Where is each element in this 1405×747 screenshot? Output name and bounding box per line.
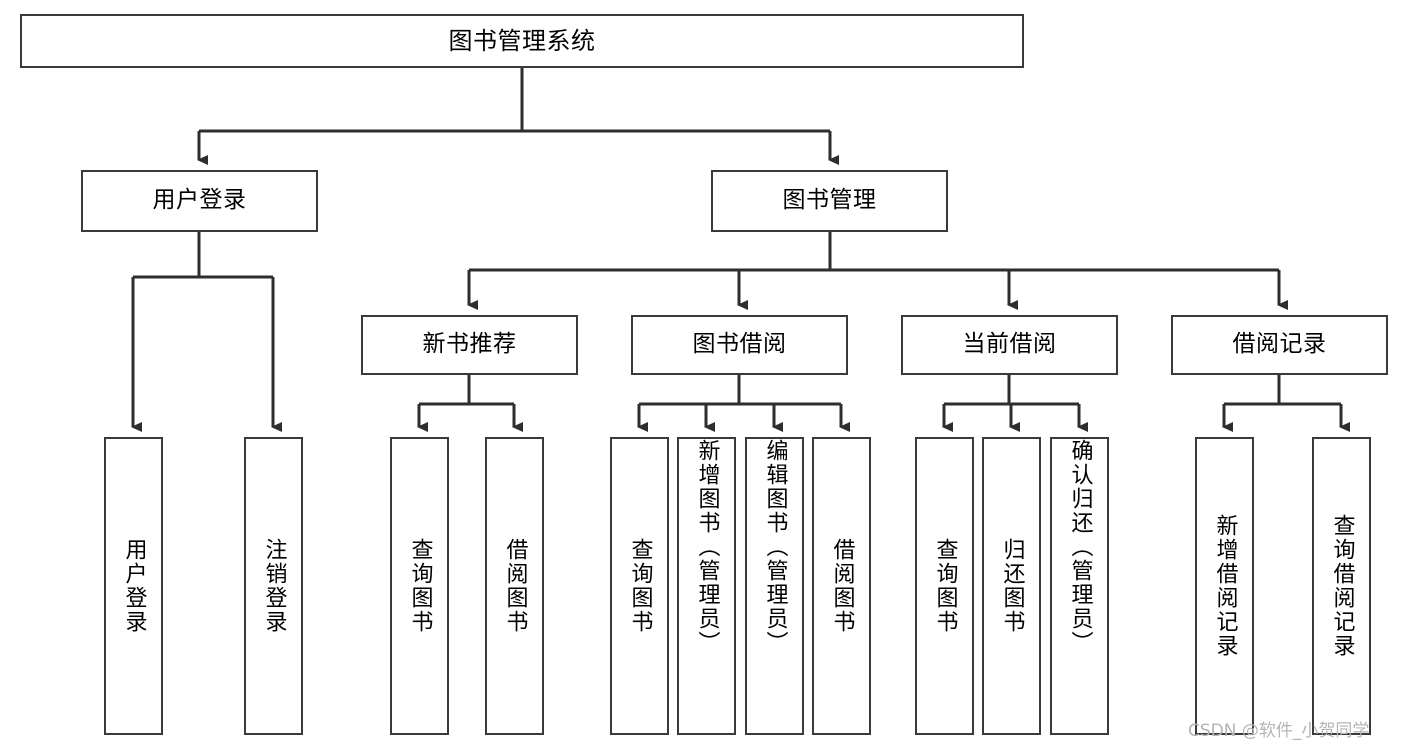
- leaf-add-borrow-record[interactable]: 新增借阅记录: [1195, 437, 1254, 735]
- node-label: 新增图书（管理员）: [694, 439, 720, 655]
- leaf-query-book-recommend[interactable]: 查询图书: [390, 437, 449, 735]
- leaf-query-book-borrow[interactable]: 查询图书: [610, 437, 669, 735]
- leaf-user-login[interactable]: 用户登录: [104, 437, 163, 735]
- leaf-return-book[interactable]: 归还图书: [982, 437, 1041, 735]
- node-label: 当前借阅: [962, 331, 1057, 358]
- node-book-borrowing[interactable]: 图书借阅: [631, 315, 848, 375]
- node-label: 图书借阅: [692, 331, 787, 358]
- node-user-login[interactable]: 用户登录: [81, 170, 318, 232]
- node-current-borrowing[interactable]: 当前借阅: [901, 315, 1118, 375]
- node-label: 查询图书: [627, 538, 653, 634]
- node-label: 编辑图书（管理员）: [762, 439, 788, 655]
- csdn-watermark: CSDN @软件_小贺同学: [1188, 721, 1370, 741]
- leaf-borrow-book-recommend[interactable]: 借阅图书: [485, 437, 544, 735]
- node-book-management[interactable]: 图书管理: [711, 170, 948, 232]
- node-label: 借阅记录: [1232, 331, 1327, 358]
- leaf-confirm-return-admin[interactable]: 确认归还（管理员）: [1050, 437, 1109, 735]
- node-root-library-system[interactable]: 图书管理系统: [20, 14, 1024, 68]
- node-label: 查询图书: [407, 538, 433, 634]
- node-label: 用户登录: [121, 538, 147, 634]
- node-label: 新增借阅记录: [1212, 514, 1238, 658]
- node-label: 用户登录: [152, 187, 247, 214]
- node-label: 注销登录: [261, 538, 287, 634]
- node-borrowing-record[interactable]: 借阅记录: [1171, 315, 1388, 375]
- node-new-book-recommendation[interactable]: 新书推荐: [361, 315, 578, 375]
- leaf-query-book-current[interactable]: 查询图书: [915, 437, 974, 735]
- node-label: 查询图书: [932, 538, 958, 634]
- node-label: 图书管理系统: [448, 26, 596, 55]
- node-label: 新书推荐: [422, 331, 517, 358]
- leaf-borrow-book[interactable]: 借阅图书: [812, 437, 871, 735]
- leaf-user-logout[interactable]: 注销登录: [244, 437, 303, 735]
- node-label: 借阅图书: [502, 538, 528, 634]
- leaf-query-borrow-record[interactable]: 查询借阅记录: [1312, 437, 1371, 735]
- node-label: 确认归还（管理员）: [1067, 439, 1093, 655]
- node-label: 图书管理: [782, 187, 877, 214]
- leaf-add-book-admin[interactable]: 新增图书（管理员）: [677, 437, 736, 735]
- node-label: 查询借阅记录: [1329, 514, 1355, 658]
- node-label: 借阅图书: [829, 538, 855, 634]
- node-label: 归还图书: [999, 538, 1025, 634]
- leaf-edit-book-admin[interactable]: 编辑图书（管理员）: [745, 437, 804, 735]
